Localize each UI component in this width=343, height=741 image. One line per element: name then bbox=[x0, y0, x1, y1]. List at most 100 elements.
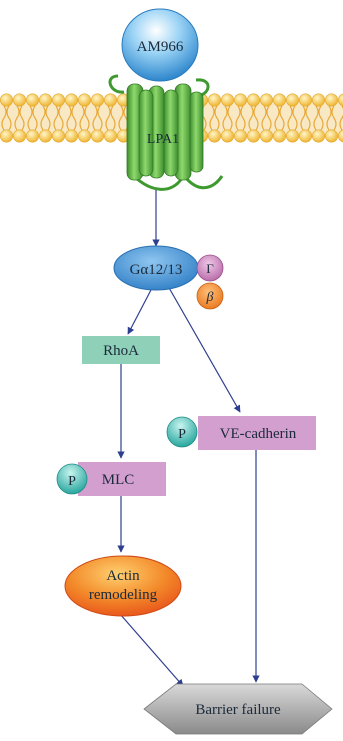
lipid-tail bbox=[214, 105, 220, 131]
barrier-failure-label: Barrier failure bbox=[195, 702, 281, 718]
arrow-actin-to-barrier bbox=[119, 613, 184, 687]
lipid-head bbox=[38, 129, 52, 143]
lipid-head bbox=[104, 93, 118, 107]
lipid-head bbox=[13, 129, 26, 143]
lipid-head bbox=[38, 93, 52, 107]
lipid-head bbox=[311, 93, 325, 107]
lipid-tail bbox=[287, 105, 293, 131]
rhoa-box bbox=[82, 336, 160, 364]
lipid-head bbox=[285, 93, 299, 107]
lipid-tail bbox=[40, 105, 46, 131]
lipid-tail bbox=[45, 105, 51, 131]
lipid-tail bbox=[253, 105, 259, 131]
ve-cadherin-node: VE-cadherin P bbox=[166, 416, 316, 450]
lipid-head bbox=[338, 93, 343, 107]
lipid-head bbox=[208, 129, 222, 143]
lipid-tail bbox=[32, 105, 38, 131]
lipid-tail bbox=[14, 105, 20, 131]
lipid-head bbox=[0, 93, 13, 107]
lipid-tail bbox=[118, 105, 124, 131]
lipid-tail bbox=[92, 105, 98, 131]
mlc-node: MLC P bbox=[56, 462, 166, 496]
lipid-tail bbox=[279, 105, 285, 131]
lipid-tail bbox=[240, 105, 246, 131]
actin-ellipse bbox=[64, 555, 182, 617]
lipid-head bbox=[13, 93, 26, 107]
barrier-hexagon bbox=[143, 683, 333, 735]
lipid-head bbox=[324, 93, 338, 107]
g-protein-complex: Gα12/13 Γ β bbox=[113, 245, 224, 310]
lipid-tail bbox=[326, 105, 332, 131]
phospho-label: P bbox=[178, 427, 186, 442]
phospho-label: P bbox=[68, 474, 76, 489]
lipid-tail bbox=[274, 105, 280, 131]
lipid-tail bbox=[27, 105, 33, 131]
lipid-head bbox=[272, 129, 286, 143]
lipid-head bbox=[311, 129, 325, 143]
lipid-tail bbox=[66, 105, 72, 131]
lipid-head bbox=[51, 93, 65, 107]
lipid-head bbox=[247, 93, 261, 107]
lipid-tail bbox=[318, 105, 324, 131]
lipid-tail bbox=[313, 105, 319, 131]
lipid-head bbox=[91, 129, 105, 143]
mlc-box bbox=[78, 462, 166, 496]
g-alpha-label: Gα12/13 bbox=[130, 262, 183, 278]
phospho-badge bbox=[56, 463, 88, 495]
lipid-head bbox=[0, 129, 13, 143]
ligand-label: AM966 bbox=[137, 39, 184, 55]
rhoa-label: RhoA bbox=[103, 343, 139, 359]
lipid-head bbox=[104, 129, 118, 143]
lipid-tail bbox=[58, 105, 64, 131]
lipid-tail bbox=[305, 105, 311, 131]
lipid-tail bbox=[248, 105, 254, 131]
lipid-head bbox=[65, 93, 79, 107]
lipid-tail bbox=[292, 105, 298, 131]
pathway-arrows bbox=[117, 190, 260, 687]
lipid-tail bbox=[84, 105, 90, 131]
lipid-head bbox=[51, 129, 65, 143]
lipid-tail bbox=[53, 105, 59, 131]
receptor-label: LPA1 bbox=[147, 132, 179, 147]
lipid-tail bbox=[110, 105, 116, 131]
lpa1-receptor: LPA1 bbox=[108, 74, 224, 191]
lipid-head bbox=[338, 129, 343, 143]
lipid-tail bbox=[331, 105, 337, 131]
lipid-tail bbox=[19, 105, 25, 131]
lipid-tail bbox=[6, 105, 12, 131]
lipid-head bbox=[259, 93, 273, 107]
lipid-head bbox=[324, 129, 338, 143]
beta-label: β bbox=[206, 290, 214, 305]
actin-remodeling-node: Actin remodeling bbox=[64, 555, 182, 617]
lipid-head bbox=[259, 129, 273, 143]
lipid-tail bbox=[227, 105, 233, 131]
lipid-tail bbox=[105, 105, 111, 131]
ve-cadherin-box bbox=[198, 416, 316, 450]
lipid-head bbox=[285, 129, 299, 143]
lipid-head bbox=[65, 129, 79, 143]
lipid-head bbox=[272, 93, 286, 107]
gamma-subunit bbox=[196, 254, 224, 282]
lipid-head bbox=[208, 93, 222, 107]
lipid-head bbox=[298, 129, 312, 143]
beta-subunit bbox=[196, 282, 224, 310]
am966-ligand: AM966 bbox=[121, 8, 199, 82]
lipid-tail bbox=[300, 105, 306, 131]
lipid-tail bbox=[1, 105, 7, 131]
lipid-head bbox=[234, 129, 248, 143]
lipid-tail bbox=[97, 105, 103, 131]
receptor-helix bbox=[189, 91, 204, 173]
lipid-head bbox=[91, 93, 105, 107]
lipid-head bbox=[25, 129, 39, 143]
lipid-head bbox=[78, 129, 92, 143]
arrow-galpha-to-vecadherin bbox=[167, 285, 241, 413]
phospho-badge bbox=[166, 416, 198, 448]
receptor-helix bbox=[138, 89, 154, 177]
lipid-head bbox=[25, 93, 39, 107]
lipid-tail bbox=[222, 105, 228, 131]
actin-label-line2: remodeling bbox=[89, 587, 158, 603]
lipid-head bbox=[78, 93, 92, 107]
lipid-head bbox=[298, 93, 312, 107]
lipid-head bbox=[221, 129, 235, 143]
